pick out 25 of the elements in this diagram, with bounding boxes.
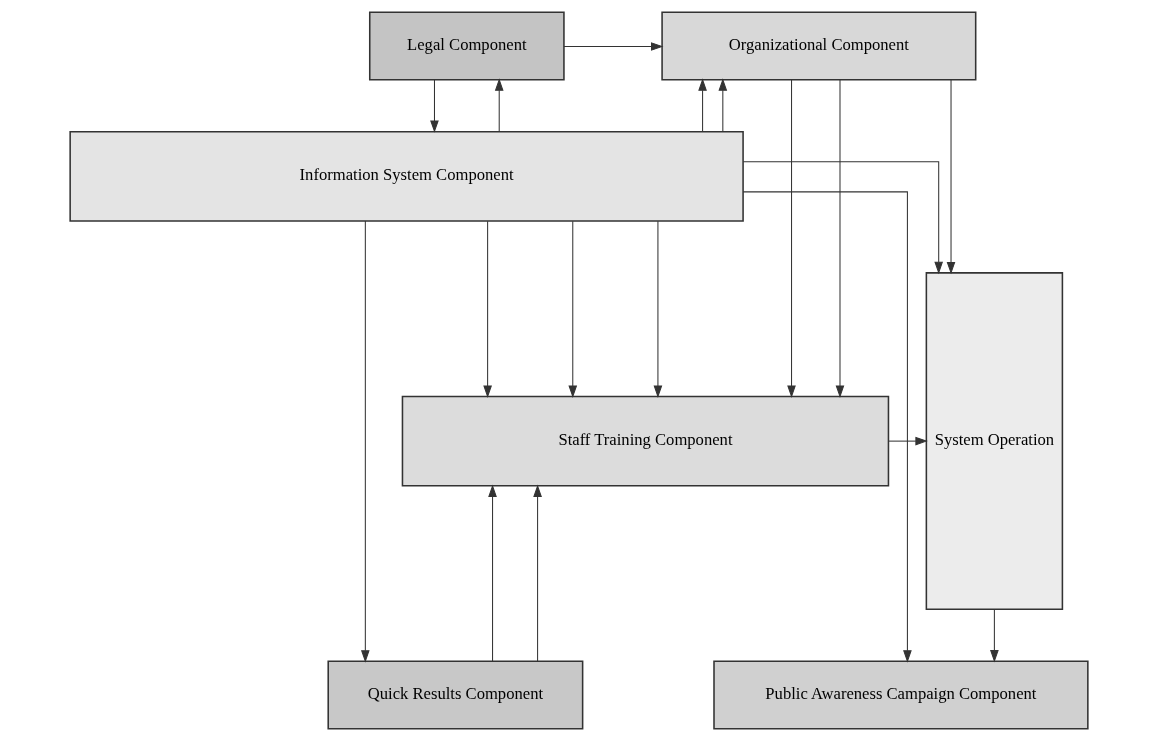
arrow bbox=[989, 608, 999, 663]
arrow bbox=[742, 191, 912, 663]
arrow bbox=[360, 220, 370, 663]
node-box: Public Awareness Campaign Component bbox=[712, 660, 1089, 730]
arrow bbox=[482, 220, 492, 398]
arrow bbox=[887, 436, 928, 446]
arrow bbox=[717, 78, 727, 132]
arrow bbox=[494, 78, 504, 132]
arrow bbox=[742, 161, 943, 275]
node-box: Legal Component bbox=[368, 11, 565, 81]
arrow bbox=[562, 42, 663, 51]
node-box: Organizational Component bbox=[660, 11, 976, 81]
node-box: Quick Results Component bbox=[326, 660, 583, 730]
arrow bbox=[487, 484, 497, 662]
arrow bbox=[835, 79, 844, 398]
arrow bbox=[697, 78, 707, 132]
node-box: System Operation bbox=[925, 272, 1063, 611]
node-box: Information System Component bbox=[68, 130, 744, 222]
arrow bbox=[946, 79, 955, 275]
node-box: Staff Training Component bbox=[401, 395, 889, 487]
arrow bbox=[532, 484, 542, 662]
arrow bbox=[429, 79, 439, 133]
arrow bbox=[567, 220, 577, 398]
arrow bbox=[786, 79, 796, 398]
arrow bbox=[653, 220, 662, 398]
